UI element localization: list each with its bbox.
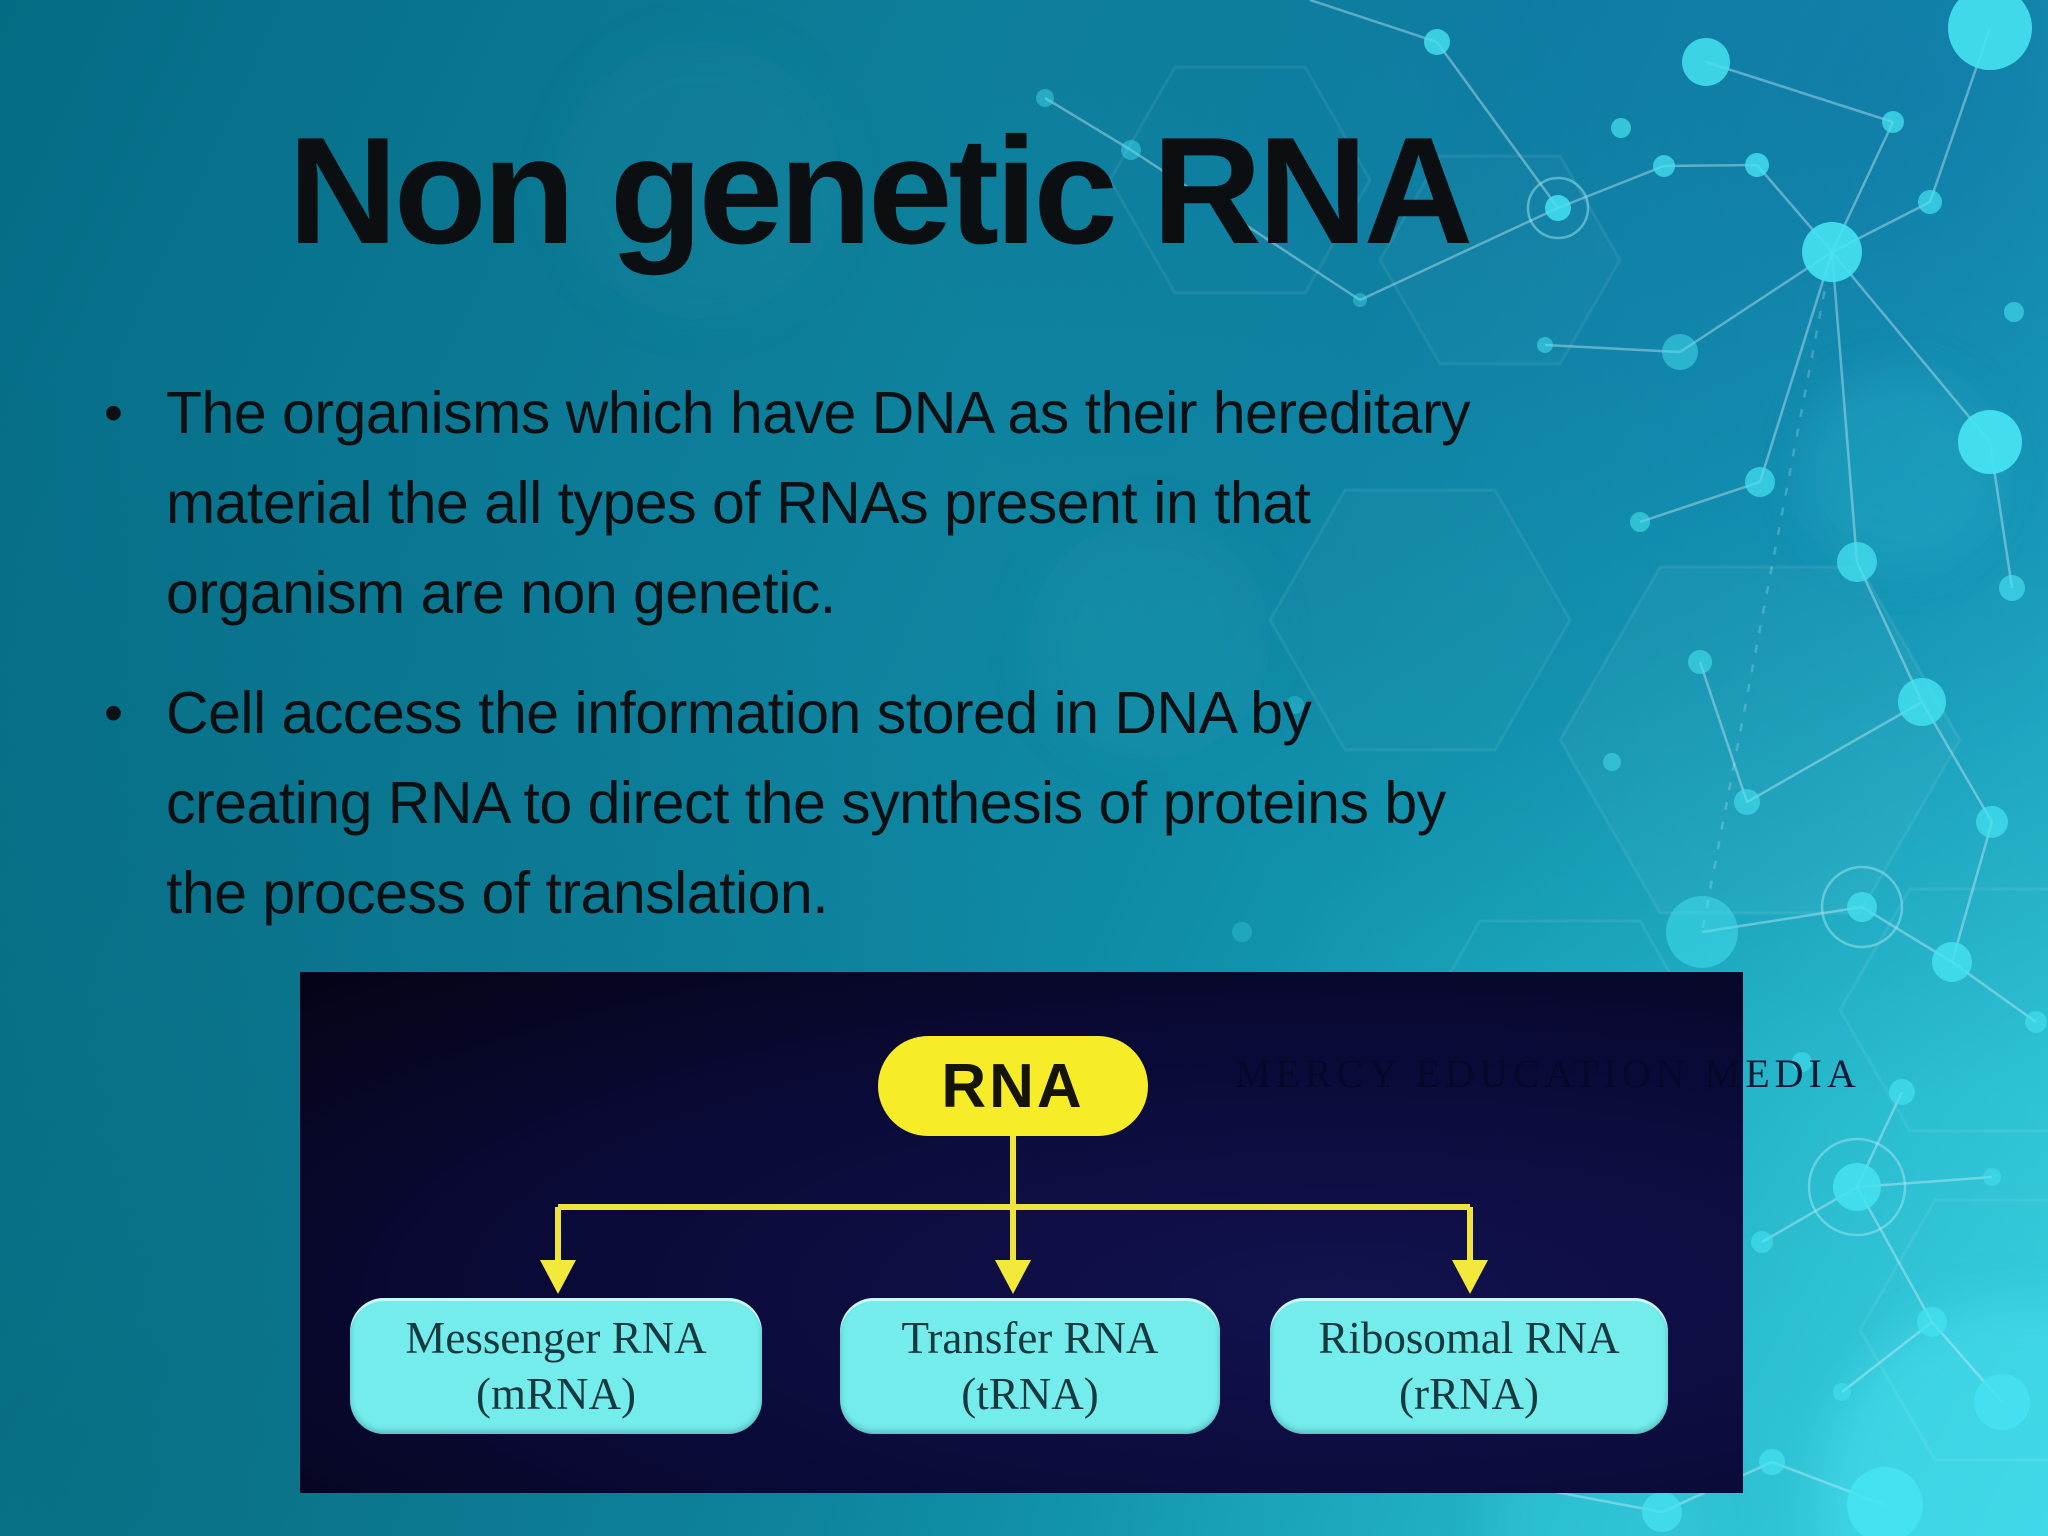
trna-label-line2: (tRNA)	[961, 1369, 1099, 1419]
bullet-list: • The organisms which have DNA as their …	[104, 368, 1884, 968]
bullet-text: Cell access the information stored in DN…	[166, 668, 1884, 938]
connector-lines	[540, 1136, 1488, 1294]
bullet-marker: •	[104, 683, 123, 743]
rna-root-label: RNA	[941, 1051, 1085, 1121]
trna-label-line1: Transfer RNA	[901, 1313, 1159, 1363]
bullet-item-1: • The organisms which have DNA as their …	[104, 368, 1884, 638]
bullet-line: the process of translation.	[166, 860, 829, 926]
rna-diagram: MERCY EDUCATION MEDIA RNA Messenger RNA …	[300, 972, 1856, 1493]
bullet-text: The organisms which have DNA as their he…	[166, 368, 1884, 638]
trna-node: Transfer RNA (tRNA)	[840, 1298, 1220, 1434]
slide-title: Non genetic RNA	[288, 106, 1473, 276]
bullet-item-2: • Cell access the information stored in …	[104, 668, 1884, 938]
rrna-label-line2: (rRNA)	[1399, 1369, 1539, 1419]
mrna-label-line2: (mRNA)	[476, 1369, 636, 1419]
mrna-node: Messenger RNA (mRNA)	[350, 1298, 762, 1434]
bullet-line: material the all types of RNAs present i…	[166, 470, 1311, 536]
watermark-text: MERCY EDUCATION MEDIA	[1235, 1051, 1861, 1096]
arrowhead-icon	[540, 1260, 1488, 1294]
bullet-line: The organisms which have DNA as their he…	[166, 380, 1471, 446]
bullet-line: organism are non genetic.	[166, 560, 836, 626]
mrna-label-line1: Messenger RNA	[405, 1313, 707, 1363]
rna-root-node: RNA	[878, 1036, 1148, 1136]
bullet-line: Cell access the information stored in DN…	[166, 680, 1312, 746]
bullet-marker: •	[104, 383, 123, 443]
rrna-node: Ribosomal RNA (rRNA)	[1270, 1298, 1668, 1434]
rrna-label-line1: Ribosomal RNA	[1318, 1313, 1620, 1363]
bullet-line: creating RNA to direct the synthesis of …	[166, 770, 1446, 836]
